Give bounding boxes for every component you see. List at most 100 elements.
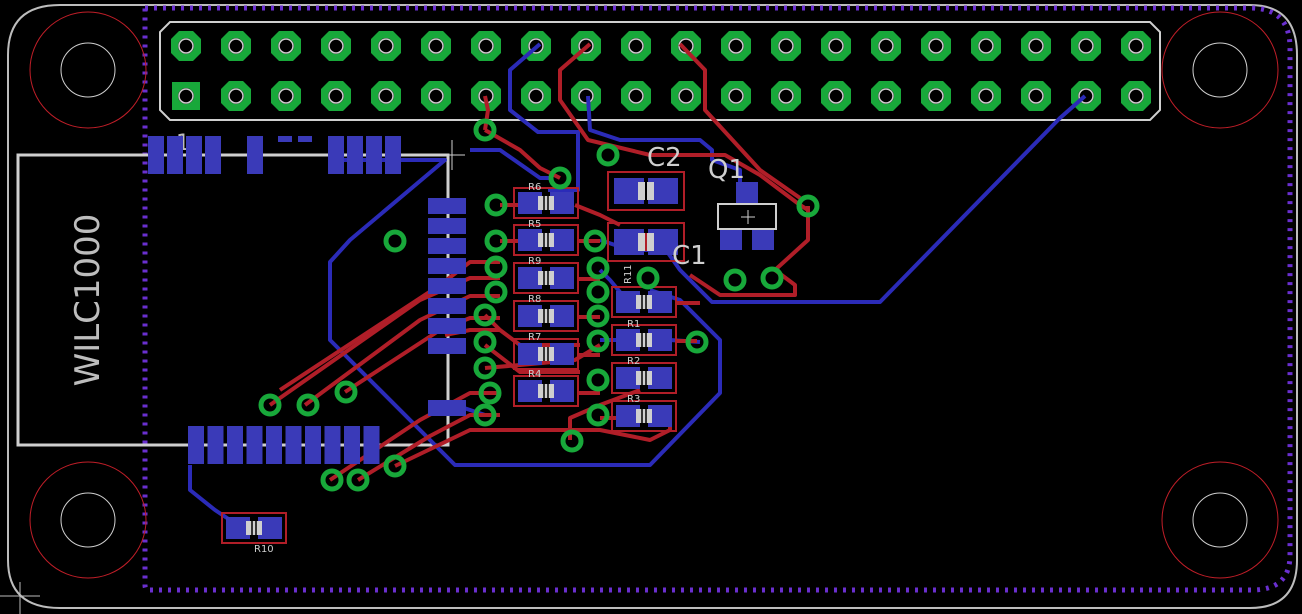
resistor-r3 <box>611 400 677 432</box>
r3-label: R3 <box>627 394 640 405</box>
resistor-r7 <box>513 338 579 370</box>
header-pin <box>321 81 351 111</box>
module-pad <box>428 218 466 234</box>
resistor-r6 <box>513 187 579 219</box>
header-pin <box>621 81 651 111</box>
via <box>685 330 709 354</box>
header-pin <box>321 31 351 61</box>
header-pin <box>671 81 701 111</box>
resistor-r10 <box>221 512 287 544</box>
header-pin <box>871 81 901 111</box>
module-pad <box>428 198 466 214</box>
header-pin <box>921 31 951 61</box>
r4-label: R4 <box>528 369 541 380</box>
header-pin <box>971 31 1001 61</box>
r5-label: R5 <box>528 219 541 230</box>
r7-label: R7 <box>528 332 541 343</box>
via <box>484 255 508 279</box>
header-pin <box>1121 31 1151 61</box>
header-pin <box>221 31 251 61</box>
via <box>484 229 508 253</box>
r9-label: R9 <box>528 256 541 267</box>
resistor-r3b <box>611 362 677 394</box>
module-pad <box>324 426 341 464</box>
module-pad <box>428 278 466 294</box>
module-pad <box>428 258 466 274</box>
r10-label: R10 <box>254 544 274 555</box>
via <box>334 380 358 404</box>
via <box>586 329 610 353</box>
q1-label: Q1 <box>708 155 745 185</box>
vias <box>258 118 820 492</box>
via <box>484 280 508 304</box>
module-label: WILC1000 <box>68 214 108 387</box>
gpio-header-outline <box>159 21 1161 121</box>
header-pin <box>471 31 501 61</box>
module-pad <box>366 136 382 174</box>
mounting-hole <box>29 461 147 579</box>
header-pin <box>421 31 451 61</box>
header-pin <box>1021 81 1051 111</box>
header-pin <box>721 31 751 61</box>
via <box>760 266 784 290</box>
capacitor-c1 <box>607 222 685 262</box>
r2-label: R2 <box>627 356 640 367</box>
r1-label: R1 <box>627 319 640 330</box>
via <box>723 268 747 292</box>
via <box>383 454 407 478</box>
board-outline <box>7 4 1298 609</box>
module-pad <box>344 426 360 464</box>
via <box>586 304 610 328</box>
via <box>258 393 282 417</box>
resistor-r9 <box>513 262 579 294</box>
via <box>484 193 508 217</box>
header-pin <box>1071 31 1101 61</box>
header-pin <box>271 81 301 111</box>
r6-label: R6 <box>528 182 541 193</box>
header-pin <box>571 81 601 111</box>
module-pad <box>266 426 282 464</box>
via <box>796 194 820 218</box>
header-pin <box>171 31 201 61</box>
header-pin <box>971 81 1001 111</box>
module-pad <box>186 136 202 174</box>
header-pin <box>371 31 401 61</box>
module-pads-right-column <box>428 198 466 416</box>
module-pad <box>207 426 224 464</box>
via <box>296 393 320 417</box>
resistor-r8 <box>513 300 579 332</box>
module-pads-top-row <box>148 136 401 174</box>
header-pin <box>371 81 401 111</box>
header-pin <box>1021 31 1051 61</box>
via <box>346 468 370 492</box>
resistor-r1 <box>611 286 677 318</box>
resistor-r4 <box>513 375 579 407</box>
via <box>583 229 607 253</box>
header-pin <box>521 81 551 111</box>
via <box>320 468 344 492</box>
c2-label: C2 <box>647 143 682 173</box>
header-pin <box>921 81 951 111</box>
header-pin <box>1121 81 1151 111</box>
via <box>586 368 610 392</box>
module-pad <box>285 426 302 464</box>
c1-label: C1 <box>672 241 707 271</box>
module-pad <box>428 400 466 416</box>
via <box>560 429 584 453</box>
module-pad <box>305 426 321 464</box>
via <box>586 280 610 304</box>
module-pad <box>298 136 312 142</box>
module-pad <box>247 136 263 174</box>
resistor-r5 <box>513 224 579 256</box>
module-pad <box>148 136 164 174</box>
module-pad <box>428 238 466 254</box>
module-pad <box>167 136 183 174</box>
header-pin <box>721 81 751 111</box>
via <box>383 229 407 253</box>
resistor-r2 <box>611 324 677 356</box>
via <box>548 166 572 190</box>
via <box>473 356 497 380</box>
r11-label: R11 <box>623 264 634 284</box>
header-pin <box>172 82 200 110</box>
